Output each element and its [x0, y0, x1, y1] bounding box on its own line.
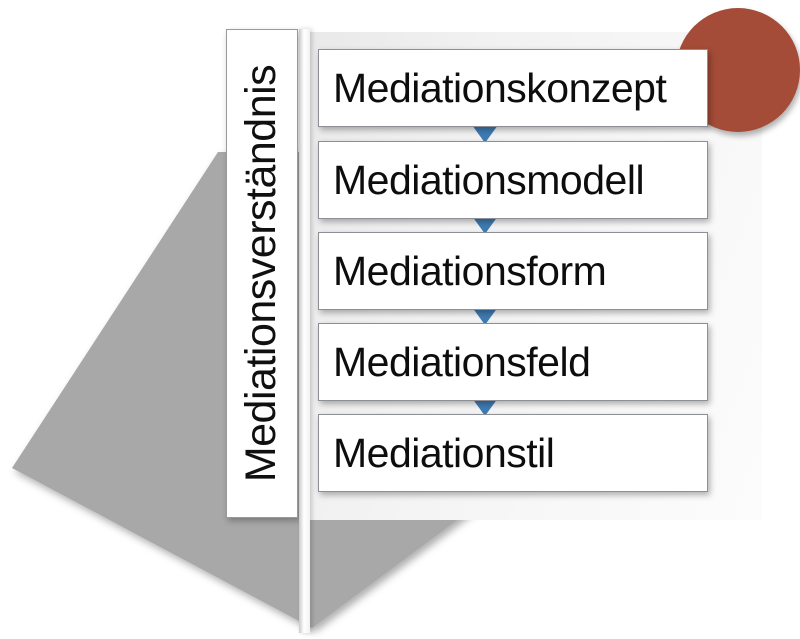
step-label: Mediationstil: [333, 429, 555, 476]
vertical-stem: [299, 29, 310, 633]
vertical-label-panel: Mediationsverständnis: [226, 29, 298, 518]
step-label: Mediationsfeld: [333, 338, 591, 385]
step-label: Mediationsform: [333, 247, 607, 294]
step-box-mediationsfeld[interactable]: Mediationsfeld: [318, 323, 708, 401]
step-label: Mediationskonzept: [333, 64, 667, 111]
step-box-mediationsmodell[interactable]: Mediationsmodell: [318, 141, 708, 219]
vertical-label-text: Mediationsverständnis: [237, 64, 286, 483]
step-box-mediationskonzept[interactable]: Mediationskonzept: [318, 49, 708, 127]
step-label: Mediationsmodell: [333, 156, 645, 203]
step-box-mediationstil[interactable]: Mediationstil: [318, 414, 708, 492]
step-box-mediationsform[interactable]: Mediationsform: [318, 232, 708, 310]
